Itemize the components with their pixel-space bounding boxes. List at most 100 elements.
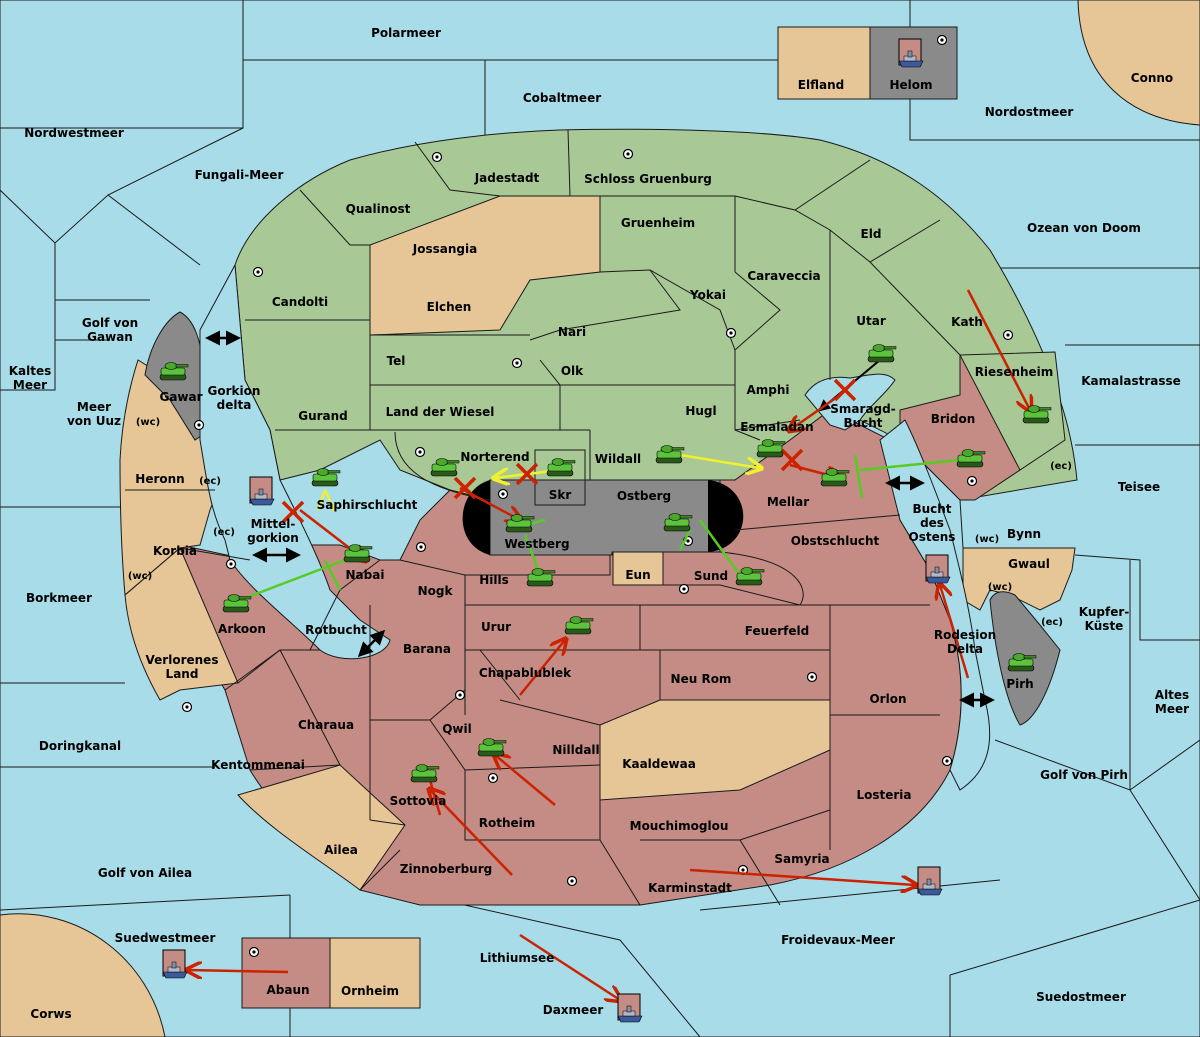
order-line (428, 779, 442, 816)
supply-center-icon (414, 446, 426, 458)
order-line (853, 454, 864, 499)
supply-center-icon (487, 772, 499, 784)
failed-move-x-icon (780, 448, 804, 472)
sea-label-rodesion-delta-2: Delta (947, 642, 983, 656)
sea-label-daxmeer: Daxmeer (543, 1003, 604, 1017)
territory-pirh[interactable] (989, 591, 1061, 726)
land-label-qwil: Qwil (442, 722, 472, 736)
supply-center-icon (1002, 329, 1014, 341)
supply-center-icon (941, 755, 953, 767)
supply-center-icon (193, 419, 205, 431)
territory-corws[interactable] (0, 913, 166, 1037)
sea-label-suedostmeer: Suedostmeer (1036, 990, 1126, 1004)
ship-icon (898, 38, 924, 68)
land-label-elchen: Elchen (427, 300, 472, 314)
labels-layer: Polarmeer Cobaltmeer Nordostmeer Nordwes… (9, 26, 1189, 1021)
ship-icon (917, 866, 943, 896)
territory-conno[interactable] (1077, 0, 1200, 126)
territory-verlorenes-land[interactable] (124, 547, 239, 701)
land-label-eld: Eld (861, 227, 882, 241)
sea-label-kupfer-kueste-1: Kupfer- (1079, 605, 1129, 619)
land-label-feuerfeld: Feuerfeld (745, 624, 810, 638)
land-label-kentommenai: Kentommenai (211, 758, 305, 772)
land-label-helom: Helom (889, 78, 932, 92)
sea-label-meer-von-uuz-2: von Uuz (67, 414, 121, 428)
land-label-schloss-gruenburg: Schloss Gruenburg (584, 172, 712, 186)
sea-label-golf-von-pirh: Golf von Pirh (1040, 768, 1128, 782)
land-label-candolti: Candolti (272, 295, 328, 309)
order-line (188, 970, 289, 972)
territory-riesenheim[interactable] (959, 351, 1066, 471)
land-label-nilldall: Nilldall (552, 743, 599, 757)
coast-tag-wc-bynn: (wc) (975, 534, 999, 545)
supply-center-icon (252, 266, 264, 278)
land-label-charaua: Charaua (298, 718, 354, 732)
land-label-tel: Tel (387, 354, 406, 368)
supply-center-icon (566, 875, 578, 887)
land-label-samyria: Samyria (774, 852, 829, 866)
sea-label-froidevaux-meer: Froidevaux-Meer (781, 933, 895, 947)
supply-center-icon (511, 357, 523, 369)
order-line (495, 755, 556, 806)
supply-center-icon (725, 327, 737, 339)
supply-center-icon (248, 946, 260, 958)
land-label-heronn: Heronn (135, 472, 184, 486)
land-label-chapablublek: Chapablublek (479, 666, 572, 680)
land-label-olk: Olk (561, 364, 584, 378)
land-label-mellar: Mellar (767, 495, 809, 509)
land-label-land-der-wiesel: Land der Wiesel (386, 405, 495, 419)
coast-tag-ec-gwaul: (ec) (1041, 617, 1063, 628)
sea-label-bucht-des-ostens-1: Bucht (912, 502, 951, 516)
land-label-korbia: Korbia (153, 544, 197, 558)
supply-center-icon (181, 701, 193, 713)
land-label-corws: Corws (30, 1007, 71, 1021)
land-label-conno: Conno (1131, 71, 1173, 85)
order-line (790, 393, 841, 430)
land-label-norterend: Norterend (460, 450, 529, 464)
supply-center-icon (936, 34, 948, 46)
land-label-barana: Barana (403, 642, 451, 656)
supply-center-icon (678, 583, 690, 595)
failed-move-x-icon (453, 476, 477, 500)
land-label-westberg: Westberg (504, 537, 569, 551)
sea-label-altes-meer-1: Altes (1155, 688, 1189, 702)
territory-jossangia[interactable] (369, 195, 601, 336)
territory-ornheim[interactable] (329, 937, 421, 1009)
land-label-riesenheim: Riesenheim (975, 365, 1054, 379)
land-label-gruenheim: Gruenheim (621, 216, 695, 230)
land-label-utar: Utar (856, 314, 886, 328)
units-layer (159, 38, 1052, 1023)
land-label-urur: Urur (481, 620, 511, 634)
sea-label-smaragd-bucht-1: Smaragd- (830, 402, 895, 416)
western-inner-water[interactable] (199, 263, 391, 660)
territory-gwaul[interactable] (962, 547, 1076, 611)
order-line (966, 289, 1030, 410)
order-line (698, 519, 742, 576)
land-label-yokai: Yokai (689, 288, 726, 302)
failed-move-x-icon (515, 462, 539, 486)
sea-label-bucht-des-ostens-2: des (920, 516, 944, 530)
order-line (678, 529, 692, 551)
smaragd-bucht-water[interactable] (804, 373, 896, 431)
land-label-qualinost: Qualinost (346, 202, 411, 216)
territory-elfland[interactable] (777, 26, 871, 100)
supply-centers (181, 34, 1014, 958)
land-label-losteria: Losteria (856, 788, 911, 802)
land-label-arkoon: Arkoon (218, 622, 266, 636)
sea-label-gorkion-delta-2: delta (217, 398, 252, 412)
land-label-jossangia: Jossangia (412, 242, 477, 256)
order-line (689, 868, 915, 885)
land-label-pirh: Pirh (1006, 677, 1033, 691)
land-label-gawar: Gawar (159, 390, 202, 404)
land-label-ornheim: Ornheim (341, 984, 399, 998)
sea-label-kupfer-kueste-2: Küste (1085, 619, 1124, 633)
sea-label-golf-von-gawan-2: Gawan (87, 330, 133, 344)
sea-label-golf-von-gawan-1: Golf von (82, 316, 138, 330)
ship-icon (925, 554, 951, 584)
land-label-verlorenes-land-1: Verlorenes (146, 653, 219, 667)
land-label-orlon: Orlon (869, 692, 906, 706)
order-line (323, 489, 337, 513)
land-label-wildall: Wildall (595, 452, 641, 466)
